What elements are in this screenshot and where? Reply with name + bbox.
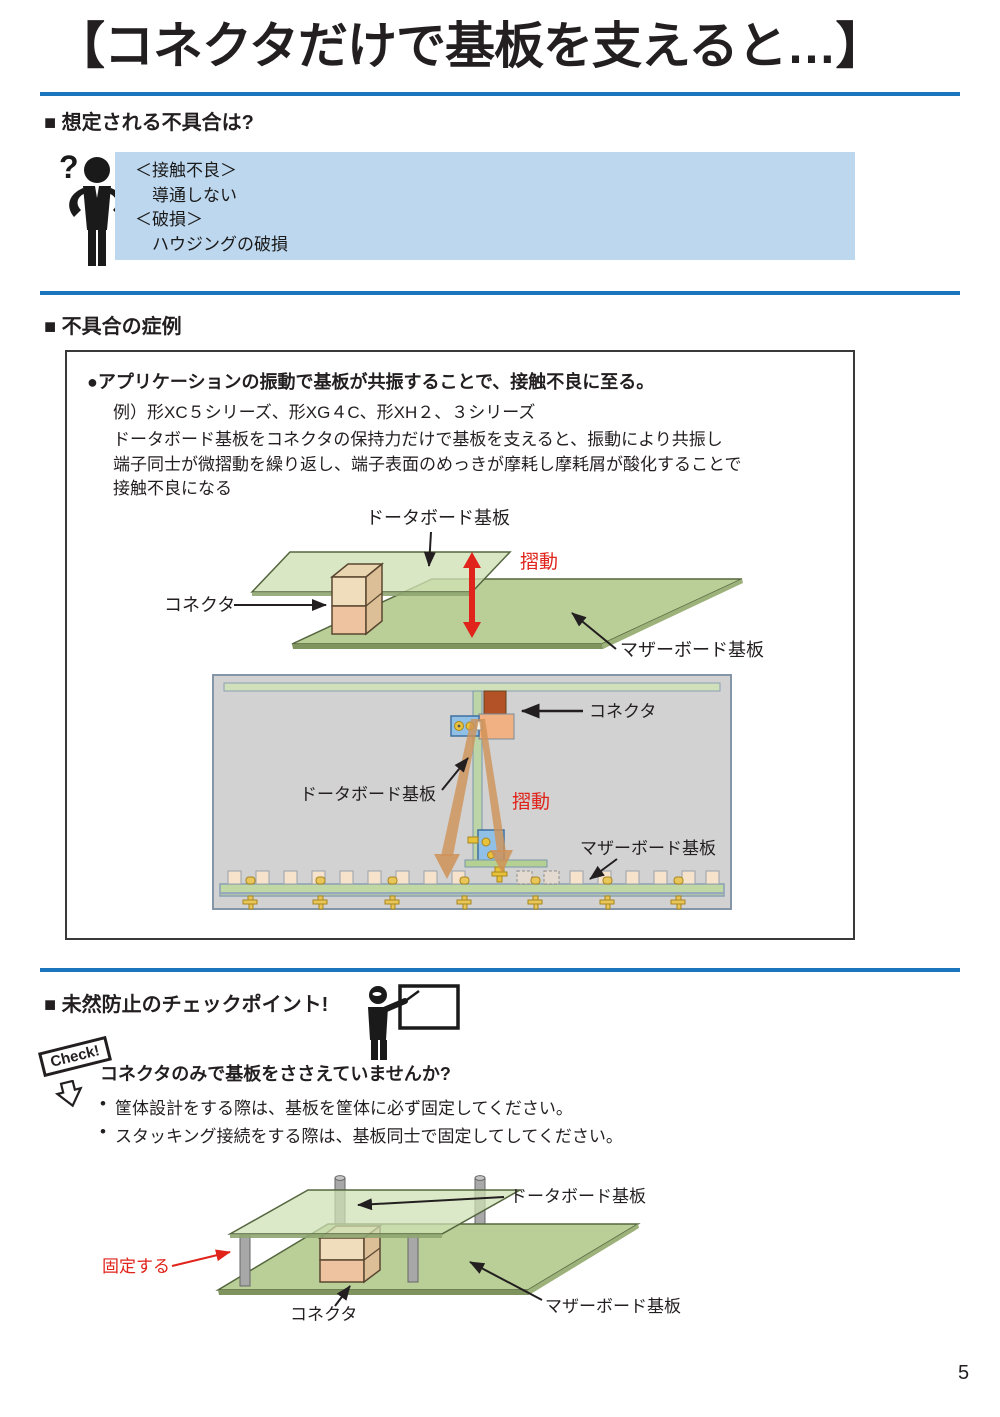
page-title: 【コネクタだけで基板を支えると…】 [55, 18, 886, 74]
check-badge-arrow-icon [54, 1080, 83, 1108]
slide-arrow [463, 552, 481, 638]
label-connector: コネクタ [290, 1305, 357, 1324]
top-board-bar [223, 682, 721, 692]
section-heading-prevention: ■ 未然防止のチェックポイント! [44, 994, 329, 1016]
bullet-text: 筐体設計をする際は、基板を筐体に必ず固定してください。 [114, 1099, 573, 1118]
symptom-example-text: 例）形XC５シリーズ、形XG４C、形XH２、３シリーズ [113, 403, 536, 422]
body-line: ドータボード基板をコネクタの保持力だけで基板を支えると、振動により共振し [113, 430, 723, 449]
teacher-icon [368, 984, 460, 1060]
symptom-lead-text: ●アプリケーションの振動で基板が共振することで、接触不良に至る。 [87, 372, 655, 392]
swing-arrows [434, 719, 513, 879]
ghost-components [516, 870, 560, 885]
vibration-diagram-isometric: ドータボード基板 摺動 コネクタ マザーボード基板 [164, 508, 764, 660]
connector-block [329, 562, 385, 636]
label-connector: コネクタ [589, 702, 656, 721]
symptom-example-box: ●アプリケーションの振動で基板が共振することで、接触不良に至る。 例）形XC５シ… [65, 350, 855, 940]
body-line: 端子同士が微摺動を繰り返し、端子表面のめっきが摩耗し摩耗屑が酸化することで [113, 454, 742, 474]
label-daughter-board: ドータボード基板 [366, 508, 510, 528]
board-screws [242, 876, 686, 910]
label-daughter-board: ドータボード基板 [510, 1187, 646, 1206]
bullet-marker: • [100, 1122, 106, 1141]
bullet-marker: • [100, 1094, 106, 1113]
label-mother-board: マザーボード基板 [545, 1297, 681, 1316]
prevention-bullet-2: • スタッキング接続をする際は、基板同士で固定してしてください。 [100, 1122, 623, 1147]
info-line: ＜接触不良＞ [135, 161, 237, 180]
vibration-diagram-section: コネクタ ドータボード基板 摺動 マザーボード基板 [212, 674, 732, 910]
divider-rule-symptoms [40, 291, 960, 295]
info-line: ＜破損＞ [135, 210, 203, 229]
question-mark-glyph: ? [59, 149, 79, 185]
section-heading-defects: ■ 想定される不具合は? [44, 112, 254, 134]
label-connector: コネクタ [164, 595, 235, 615]
section-heading-symptoms: ■ 不具合の症例 [44, 316, 182, 338]
body-line: 接触不良になる [113, 479, 232, 498]
info-line: ハウジングの破損 [135, 234, 288, 254]
label-fix: 固定する [102, 1257, 170, 1276]
symptom-body-text: ドータボード基板をコネクタの保持力だけで基板を支えると、振動により共振し 端子同… [113, 428, 742, 502]
question-person-icon: ? [59, 149, 125, 266]
label-slide: 摺動 [512, 791, 550, 813]
label-daughter-board: ドータボード基板 [300, 785, 436, 804]
fixed-board-diagram: 固定する コネクタ ドータボード基板 マザーボード基板 [102, 1175, 681, 1324]
page-number: 5 [958, 1362, 970, 1384]
info-line: 導通しない [135, 185, 237, 205]
defects-info-box: ＜接触不良＞ 導通しない ＜破損＞ ハウジングの破損 [115, 152, 855, 260]
divider-rule-top [40, 92, 960, 96]
label-mother-board: マザーボード基板 [620, 640, 764, 660]
chassis-frame [212, 674, 732, 910]
label-slide: 摺動 [520, 551, 558, 573]
bullet-text: スタッキング接続をする際は、基板同士で固定してしてください。 [114, 1127, 623, 1146]
prevention-lead-text: コネクタのみで基板をささえていませんか? [100, 1064, 451, 1084]
prevention-bullet-1: • 筐体設計をする際は、基板を筐体に必ず固定してください。 [100, 1094, 573, 1119]
label-mother-board: マザーボード基板 [580, 839, 716, 858]
divider-rule-prevention [40, 968, 960, 972]
